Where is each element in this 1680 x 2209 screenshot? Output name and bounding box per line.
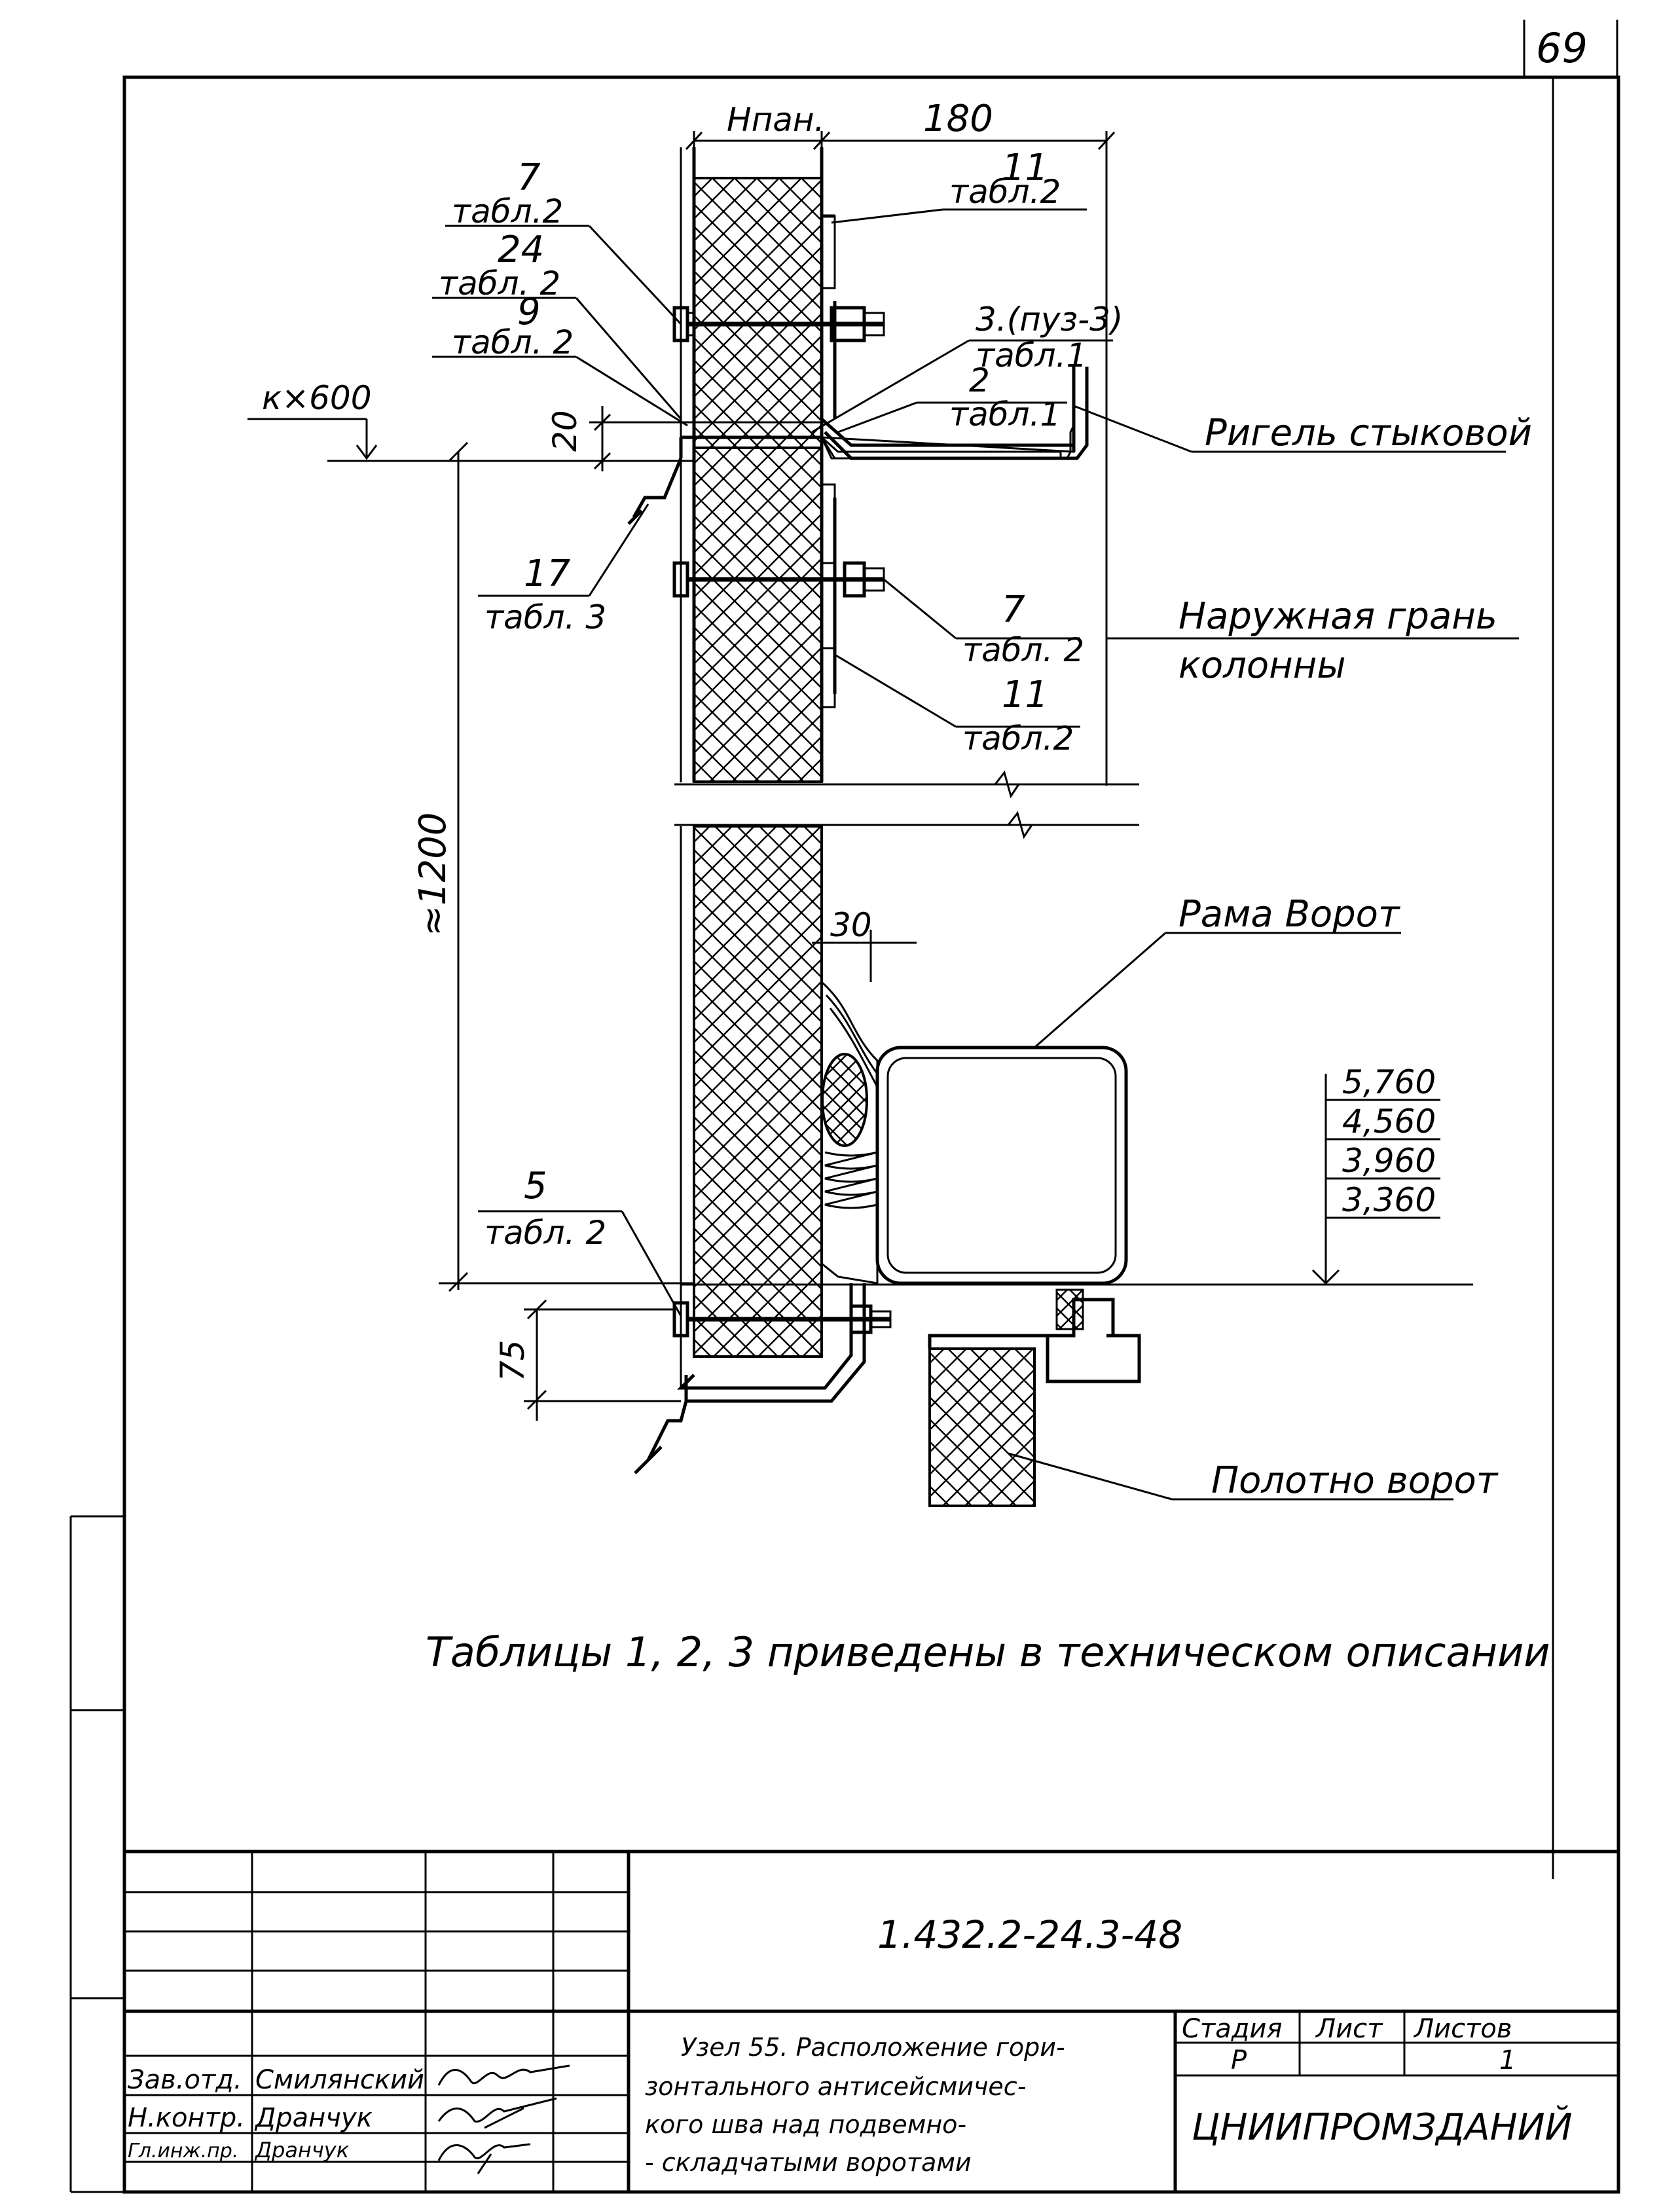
tables-note: Таблицы 1, 2, 3 приведены в техническом …: [426, 1628, 1550, 1676]
title-block: [124, 1850, 1618, 2192]
callout-7b-table: табл. 2: [962, 631, 1084, 669]
drawing-code: 1.432.2-24.3-48: [877, 1912, 1182, 1957]
callout-9-table: табл. 2: [452, 323, 574, 361]
staff-name-1: Смилянский: [255, 2065, 424, 2095]
callout-2-num: 2: [969, 361, 990, 399]
title-line-4: - складчатыми воротами: [645, 2148, 972, 2177]
wall-panel-upper: [680, 147, 824, 783]
sheet-frame: [69, 20, 1620, 2194]
level-3960: 3,960: [1342, 1142, 1436, 1180]
label-gate-leaf: Полотно ворот: [1211, 1459, 1499, 1502]
lower-fastener: [634, 1283, 892, 1474]
gate-leaf: [928, 1288, 1141, 1507]
sheets-header: Листов: [1413, 2014, 1512, 2044]
title-line-1: Узел 55. Расположение гори-: [681, 2033, 1065, 2062]
label-gate-frame: Рама Ворот: [1178, 893, 1400, 936]
level-3360: 3,360: [1342, 1181, 1436, 1219]
dim-1200: ≈1200: [412, 812, 454, 936]
level-5760: 5,760: [1342, 1063, 1436, 1101]
level-4560: 4,560: [1342, 1103, 1436, 1141]
callout-3-table: табл.1: [976, 337, 1087, 374]
dim-20: 20: [546, 410, 584, 452]
callout-17-num: 17: [524, 553, 571, 595]
label-rigel: Ригель стыковой: [1205, 412, 1532, 454]
dim-75: 75: [494, 1340, 532, 1381]
dim-1200-lines: [439, 441, 694, 1292]
callout-7-table: табл.2: [452, 192, 563, 230]
joint-level-line: [247, 418, 694, 462]
title-line-2: зонтального антисейсмичес-: [645, 2072, 1026, 2101]
top-dimension: [685, 131, 1116, 786]
callout-24-num: 24: [498, 228, 544, 271]
callout-17-table: табл. 3: [484, 598, 606, 636]
callout-11b-table: табл.2: [962, 720, 1074, 758]
stage-value: Р: [1231, 2045, 1247, 2075]
staff-role-2: Н.контр.: [128, 2103, 245, 2133]
callout-11b-num: 11: [1002, 674, 1048, 716]
callout-11a-table: табл.2: [949, 173, 1061, 211]
staff-role-1: Зав.отд.: [128, 2065, 242, 2095]
gate-frame: [820, 979, 1128, 1285]
signatures: [437, 2064, 570, 2174]
middle-fastener: [672, 483, 885, 708]
dim-30: 30: [830, 906, 872, 944]
title-line-3: кого шва над подвемно-: [645, 2110, 966, 2139]
dim-h-pan: Нпан.: [727, 101, 825, 139]
dim-75-lines: [524, 1299, 681, 1421]
label-outer-face-2: колонны: [1178, 644, 1346, 687]
staff-role-3: Гл.инж.пр.: [128, 2140, 238, 2163]
callout-3-num: 3.(пуз-3): [976, 301, 1123, 338]
sheet-header: Лист: [1315, 2014, 1383, 2044]
label-outer-face-1: Наружная грань: [1178, 595, 1497, 638]
callout-7b-num: 7: [1002, 589, 1025, 631]
callout-9-num: 9: [517, 291, 541, 333]
callout-11a-num: 11: [1002, 147, 1048, 189]
dim-30-lines: [812, 930, 917, 982]
dim-180: 180: [923, 98, 993, 140]
callout-7-num: 7: [517, 156, 541, 199]
joint-rigel: [679, 367, 1089, 460]
upper-fastener: [672, 214, 885, 419]
level-line-bottom: [681, 1074, 1473, 1286]
callout-5-table: табл. 2: [484, 1214, 606, 1252]
callout-5-num: 5: [524, 1165, 547, 1207]
leader-lines: [432, 208, 1519, 1501]
organization: ЦНИИПРОМЗДАНИЙ: [1192, 2106, 1573, 2149]
wall-panel-lower: [680, 825, 823, 1388]
dim-20-lines: [589, 406, 681, 471]
clip-17: [627, 458, 683, 525]
level-mark-k600: к×600: [262, 379, 372, 417]
staff-name-2: Дранчук: [254, 2103, 373, 2133]
stage-header: Стадия: [1182, 2014, 1282, 2044]
callout-2-table: табл.1: [949, 395, 1061, 433]
page-number: 69: [1536, 24, 1588, 72]
sheets-value: 1: [1499, 2045, 1516, 2075]
staff-name-3: Дранчук: [254, 2138, 350, 2163]
callout-24-table: табл. 2: [439, 265, 560, 302]
